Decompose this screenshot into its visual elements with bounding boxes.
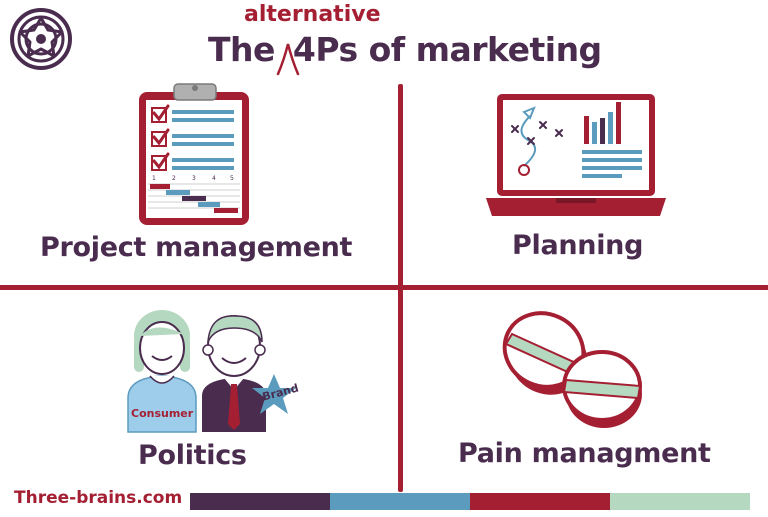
page-title: The 4Ps of marketing	[208, 30, 602, 69]
gantt-number: 3	[192, 175, 196, 182]
title-suffix: 4Ps of marketing	[292, 30, 602, 69]
insert-caret-icon	[276, 43, 300, 76]
clipboard-gantt-icon: 1 2 3 4 5	[139, 83, 249, 225]
gantt-number: 1	[152, 175, 156, 182]
footer-site-link[interactable]: Three-brains.com	[14, 488, 183, 508]
gantt-number: 4	[212, 175, 216, 182]
quadrant-label-planning: Planning	[512, 230, 644, 261]
pills-icon	[502, 311, 642, 428]
title-prefix: The	[208, 30, 275, 69]
consumer-tag: Consumer	[131, 407, 194, 420]
laptop-strategy-icon	[486, 94, 666, 216]
quadrant-label-project-management: Project management	[40, 232, 353, 263]
quadrant-label-pain-managment: Pain managment	[458, 438, 711, 469]
gantt-number: 5	[230, 175, 234, 182]
footer-bar-green	[610, 493, 750, 510]
footer-bar-purple	[190, 493, 330, 510]
footer-bar-blue	[330, 493, 470, 510]
horizontal-divider	[0, 285, 768, 290]
consumer-brand-people-icon	[127, 310, 296, 433]
title-inserted-word: alternative	[244, 2, 381, 27]
gantt-number: 2	[172, 175, 176, 182]
three-brains-logo-icon	[10, 8, 72, 70]
quadrant-label-politics: Politics	[138, 440, 247, 471]
footer-bar-red	[470, 493, 610, 510]
